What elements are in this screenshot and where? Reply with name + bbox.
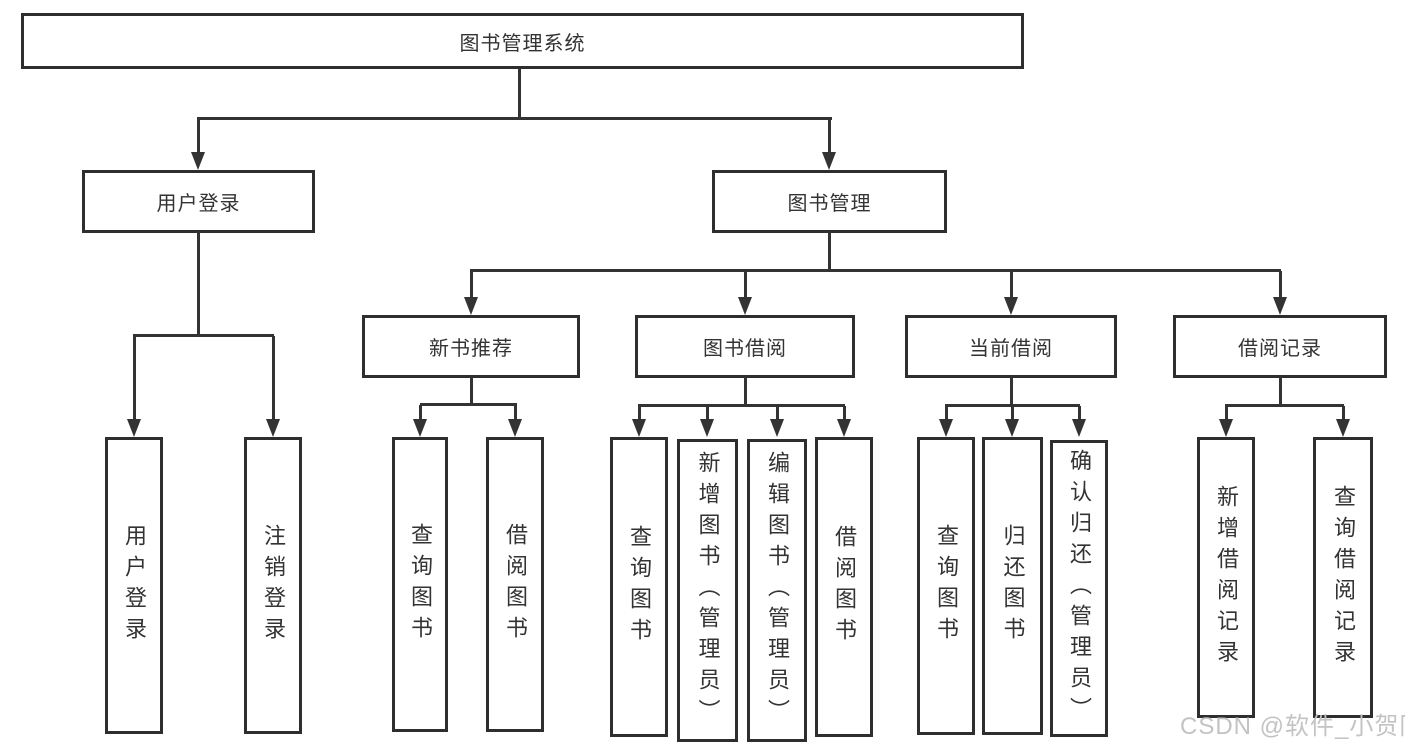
connector-rail xyxy=(945,404,1080,407)
connector-shaft xyxy=(945,406,948,420)
connector-arrowhead xyxy=(632,419,646,437)
connector-stem xyxy=(1279,377,1282,406)
leaf-edit-book-admin: 编辑图书（管理员） xyxy=(747,439,807,742)
csdn-watermark: CSDN @软件_小贺同学 xyxy=(1180,713,1405,740)
connector-shaft xyxy=(470,271,473,298)
connector-arrowhead xyxy=(700,419,714,437)
connector-arrowhead xyxy=(1336,419,1350,437)
connector-shaft xyxy=(1225,406,1228,420)
connector-arrowhead xyxy=(822,152,836,170)
connector-stem xyxy=(470,377,473,405)
leaf-user-login: 用户登录 xyxy=(105,437,163,734)
leaf-add-borrow-record: 新增借阅记录 xyxy=(1197,437,1255,718)
connector-arrowhead xyxy=(770,419,784,437)
connector-shaft xyxy=(638,406,641,420)
connector-arrowhead xyxy=(191,152,205,170)
connector-arrowhead xyxy=(939,419,953,437)
connector-stem xyxy=(1010,377,1013,406)
connector-rail xyxy=(1225,404,1344,407)
connector-shaft xyxy=(828,118,831,153)
connector-shaft xyxy=(706,406,709,420)
node-current-borrow: 当前借阅 xyxy=(905,315,1117,378)
node-book-management: 图书管理 xyxy=(712,170,947,233)
connector-arrowhead xyxy=(508,419,522,437)
connector-rail xyxy=(638,404,845,407)
node-borrow-record: 借阅记录 xyxy=(1173,315,1387,378)
connector-userlogin-rail xyxy=(133,334,274,337)
connector-shaft xyxy=(1011,406,1014,420)
connector-shaft xyxy=(843,406,846,420)
connector-shaft xyxy=(514,405,517,420)
connector-shaft xyxy=(1342,406,1345,420)
connector-arrowhead xyxy=(1005,419,1019,437)
leaf-recommend-query-book: 查询图书 xyxy=(392,437,448,732)
leaf-borrow-book: 借阅图书 xyxy=(815,437,873,737)
connector-shaft xyxy=(272,336,275,420)
connector-arrowhead xyxy=(127,419,141,437)
connector-arrowhead xyxy=(837,419,851,437)
connector-shaft xyxy=(1279,271,1282,298)
connector-arrowhead xyxy=(464,297,478,315)
leaf-confirm-return-admin: 确认归还（管理员） xyxy=(1050,440,1108,737)
connector-arrowhead xyxy=(1072,419,1086,437)
connector-shaft xyxy=(197,118,200,153)
connector-bookmgmt-stem xyxy=(828,232,831,272)
connector-shaft xyxy=(744,271,747,298)
connector-arrowhead xyxy=(1219,419,1233,437)
leaf-current-query-book: 查询图书 xyxy=(917,437,975,735)
connector-rail xyxy=(420,403,517,406)
connector-arrowhead xyxy=(413,419,427,437)
node-root: 图书管理系统 xyxy=(21,13,1024,69)
connector-arrowhead xyxy=(266,419,280,437)
connector-arrowhead xyxy=(1004,297,1018,315)
node-user-login: 用户登录 xyxy=(82,170,315,233)
node-new-book-recommend: 新书推荐 xyxy=(362,315,580,378)
connector-shaft xyxy=(1078,406,1081,420)
connector-shaft xyxy=(419,405,422,420)
connector-level1-rail xyxy=(197,117,832,120)
leaf-logout: 注销登录 xyxy=(244,437,302,734)
connector-shaft xyxy=(776,406,779,420)
leaf-return-book: 归还图书 xyxy=(982,437,1043,735)
connector-shaft xyxy=(1010,271,1013,298)
connector-arrowhead xyxy=(1273,297,1287,315)
connector-stem xyxy=(744,377,747,406)
connector-userlogin-stem xyxy=(197,232,200,336)
connector-level2-rail xyxy=(470,269,1281,272)
node-book-borrow: 图书借阅 xyxy=(635,315,855,378)
leaf-recommend-borrow-book: 借阅图书 xyxy=(486,437,544,732)
connector-arrowhead xyxy=(738,297,752,315)
leaf-borrow-query-book: 查询图书 xyxy=(610,437,668,737)
connector-shaft xyxy=(133,336,136,420)
leaf-add-book-admin: 新增图书（管理员） xyxy=(677,439,738,742)
connector-root-stem xyxy=(518,68,521,120)
leaf-query-borrow-record: 查询借阅记录 xyxy=(1313,437,1373,718)
